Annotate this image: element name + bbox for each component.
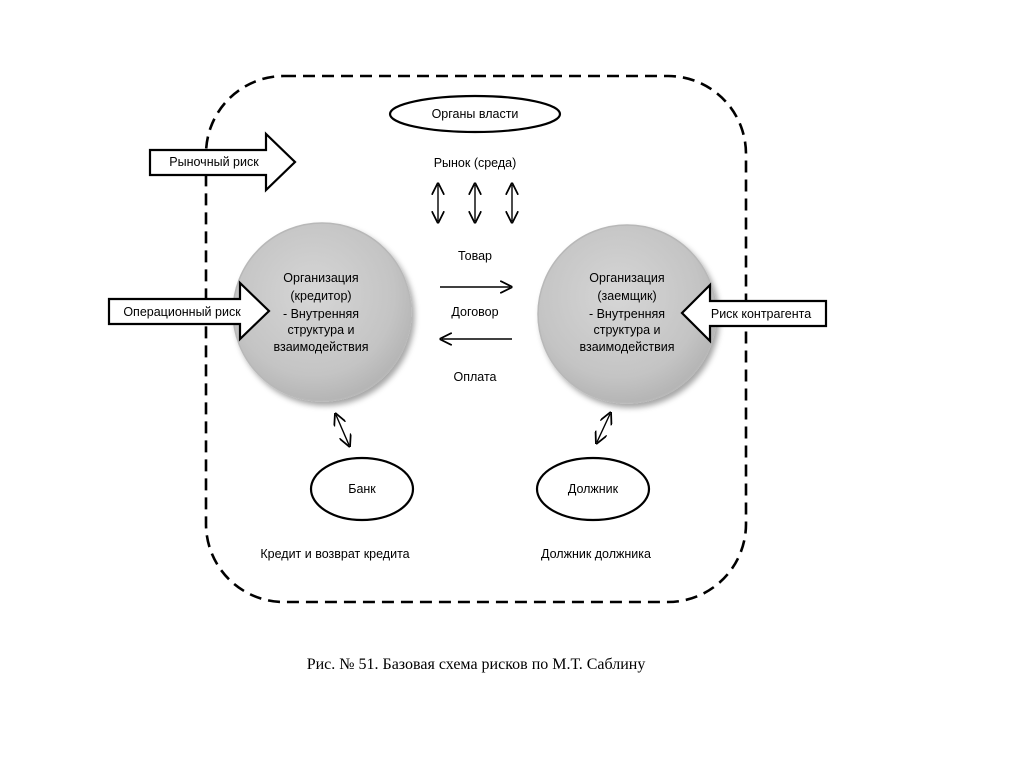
creditor-org-line5: взаимодействия	[273, 340, 368, 354]
authority-label: Органы власти	[432, 107, 519, 121]
borrower-org-line4: структура и	[594, 323, 661, 337]
borrower-org-line5: взаимодействия	[579, 340, 674, 354]
credit-note: Кредит и возврат кредита	[260, 547, 409, 561]
operational-risk-arrow	[107, 280, 271, 342]
operational-risk-label: Операционный риск	[123, 305, 241, 319]
debtor-note: Должник должника	[541, 547, 651, 561]
creditor-org-line1: Организация	[283, 271, 358, 285]
creditor-org-line4: структура и	[288, 323, 355, 337]
market-boundary	[204, 74, 748, 604]
debtor-label: Должник	[568, 482, 619, 496]
borrower-org-line1: Организация	[589, 271, 664, 285]
creditor-org-line3: - Внутренняя	[283, 307, 359, 321]
creditor-bank-arrow	[336, 415, 349, 445]
market-risk-arrow	[148, 131, 297, 193]
borrower-org-line2: (заемщик)	[597, 289, 656, 303]
authority-ellipse	[388, 94, 562, 134]
figure-caption: Рис. № 51. Базовая схема рисков по М.Т. …	[306, 656, 646, 673]
market-label: Рынок (среда)	[434, 156, 517, 170]
bank-ellipse	[309, 456, 415, 522]
debtor-ellipse	[535, 456, 651, 522]
borrower-org-line3: - Внутренняя	[589, 307, 665, 321]
counterparty-risk-label: Риск контрагента	[711, 307, 811, 321]
bank-label: Банк	[348, 482, 376, 496]
payment-label: Оплата	[454, 370, 497, 384]
market-risk-label: Рыночный риск	[169, 155, 259, 169]
borrower-debtor-arrow	[597, 414, 610, 442]
contract-label: Договор	[451, 305, 498, 319]
counterparty-risk-arrow	[680, 282, 828, 344]
creditor-org-line2: (кредитор)	[290, 289, 351, 303]
goods-label: Товар	[458, 249, 492, 263]
